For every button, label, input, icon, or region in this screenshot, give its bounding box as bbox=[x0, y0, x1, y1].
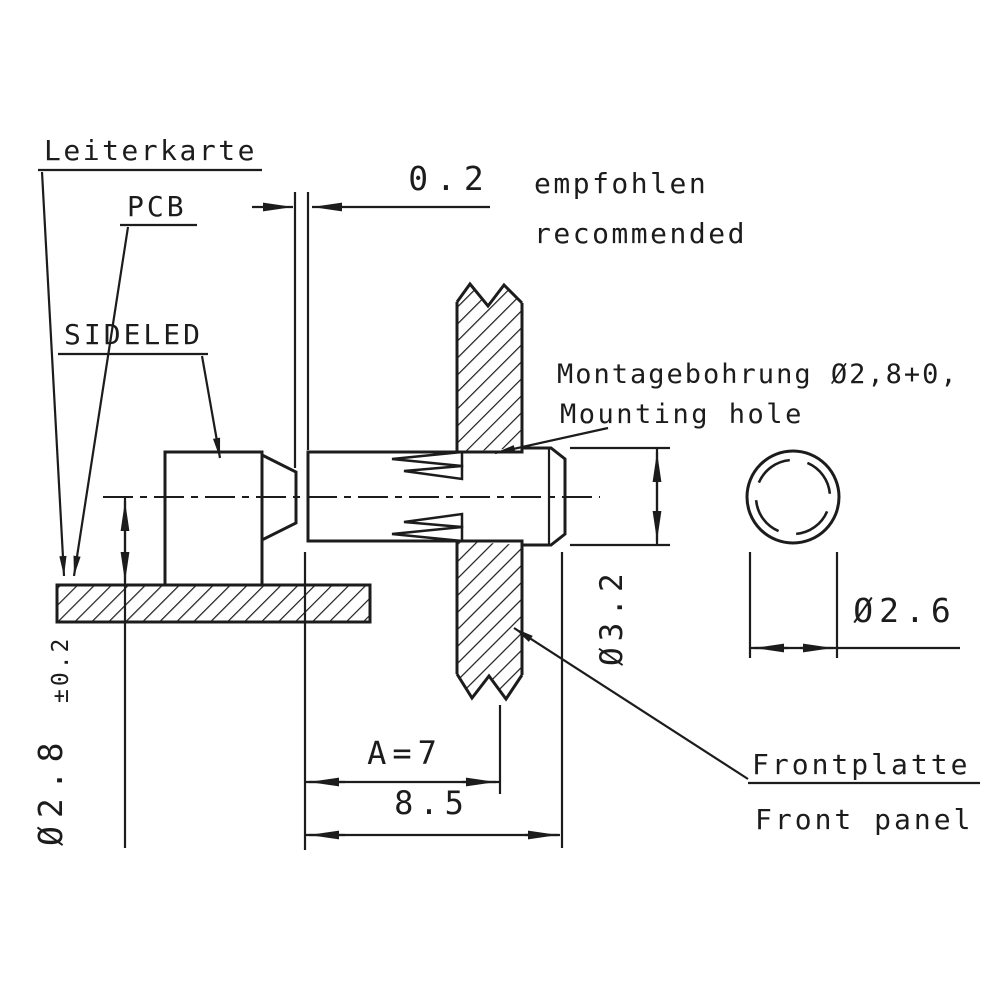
front-panel-hatch-bottom bbox=[457, 541, 522, 699]
label-montagebohrung: Montagebohrung Ø2,8+0, bbox=[557, 359, 959, 390]
retention-barb-2 bbox=[403, 464, 464, 481]
dim-text-total: 8.5 bbox=[394, 784, 470, 822]
pcb-section bbox=[55, 583, 372, 624]
front-panel-section bbox=[455, 281, 524, 702]
dim-text-a: A=7 bbox=[367, 734, 443, 772]
pcb-bar bbox=[55, 583, 372, 624]
panel-break-bottom bbox=[455, 673, 524, 702]
dim-text-gap: 0.2 bbox=[408, 159, 492, 198]
retention-barb-4 bbox=[391, 525, 464, 543]
label-recommended: recommended bbox=[534, 217, 747, 250]
dim-text-tip: Ø3.2 bbox=[594, 567, 630, 666]
dim-length-a bbox=[303, 552, 502, 850]
frontplatte-leader bbox=[513, 627, 749, 780]
label-pcb: PCB bbox=[127, 190, 187, 223]
label-mounting-hole: Mounting hole bbox=[560, 399, 804, 430]
dim-text-led-tolerance: ±0.2 bbox=[48, 636, 74, 703]
retention-barb-3 bbox=[403, 512, 464, 529]
dim-gap bbox=[252, 192, 490, 468]
hole-outer-circle bbox=[745, 449, 841, 545]
label-sideled: SIDELED bbox=[64, 318, 203, 351]
leader-lines bbox=[38, 168, 980, 785]
dim-text-hole-front: Ø2.6 bbox=[853, 591, 956, 630]
dim-length-total bbox=[305, 552, 564, 848]
leiterkarte-leader bbox=[40, 171, 67, 577]
mounting-hole-front-view bbox=[745, 449, 841, 545]
sideled-body bbox=[163, 450, 264, 587]
label-frontplatte: Frontplatte bbox=[752, 748, 970, 781]
label-leiterkarte: Leiterkarte bbox=[44, 134, 257, 167]
retention-barb-1 bbox=[391, 450, 464, 468]
dim-hole-front bbox=[748, 552, 960, 658]
pcb-leader bbox=[72, 226, 130, 577]
dim-tip-diameter bbox=[570, 446, 670, 547]
label-empfohlen: empfohlen bbox=[534, 167, 708, 200]
panel-break-top bbox=[455, 281, 524, 309]
annotations: Leiterkarte PCB 0.2 empfohlen recommende… bbox=[31, 134, 973, 846]
sideled-leader bbox=[200, 355, 222, 459]
hole-inner-segmented-circle bbox=[754, 458, 832, 536]
dim-text-led: Ø2.8 bbox=[31, 735, 70, 846]
front-panel-hatch-top bbox=[457, 284, 522, 452]
mounting-hole-leader bbox=[494, 426, 609, 455]
label-front-panel: Front panel bbox=[755, 803, 973, 836]
